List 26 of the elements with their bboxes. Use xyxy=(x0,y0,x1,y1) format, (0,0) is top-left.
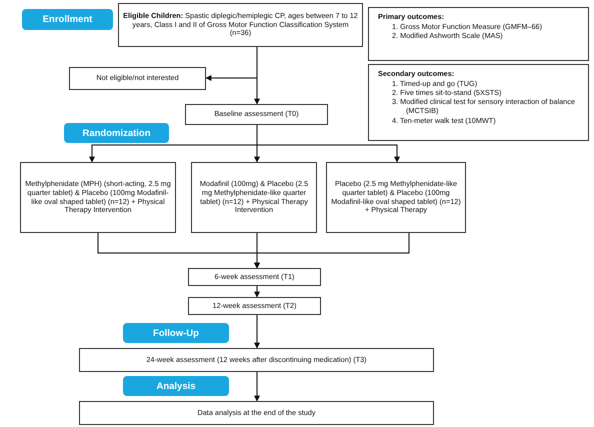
process-box xyxy=(188,297,321,315)
process-box xyxy=(118,3,363,47)
process-box xyxy=(69,67,206,90)
outcomes-box xyxy=(368,64,589,141)
process-box xyxy=(326,162,466,233)
stage-label: Enrollment xyxy=(42,14,92,25)
stage-label: Randomization xyxy=(82,128,151,138)
outcomes-box xyxy=(368,7,589,61)
process-box xyxy=(185,104,328,125)
stage-banner xyxy=(123,376,229,396)
arrow xyxy=(254,232,410,269)
arrow xyxy=(254,46,260,105)
process-box xyxy=(20,162,176,233)
stage-banner xyxy=(64,123,169,143)
arrow xyxy=(254,286,260,298)
arrow xyxy=(254,372,260,402)
arrow xyxy=(254,314,260,349)
process-box xyxy=(188,268,321,286)
process-box xyxy=(191,162,317,233)
stage-banner xyxy=(123,323,229,343)
process-box xyxy=(79,401,434,425)
stage-label: Analysis xyxy=(156,380,196,392)
stage-label: Follow-Up xyxy=(153,328,199,338)
stage-banner xyxy=(22,9,113,30)
arrow xyxy=(256,124,400,163)
process-box xyxy=(79,348,434,372)
